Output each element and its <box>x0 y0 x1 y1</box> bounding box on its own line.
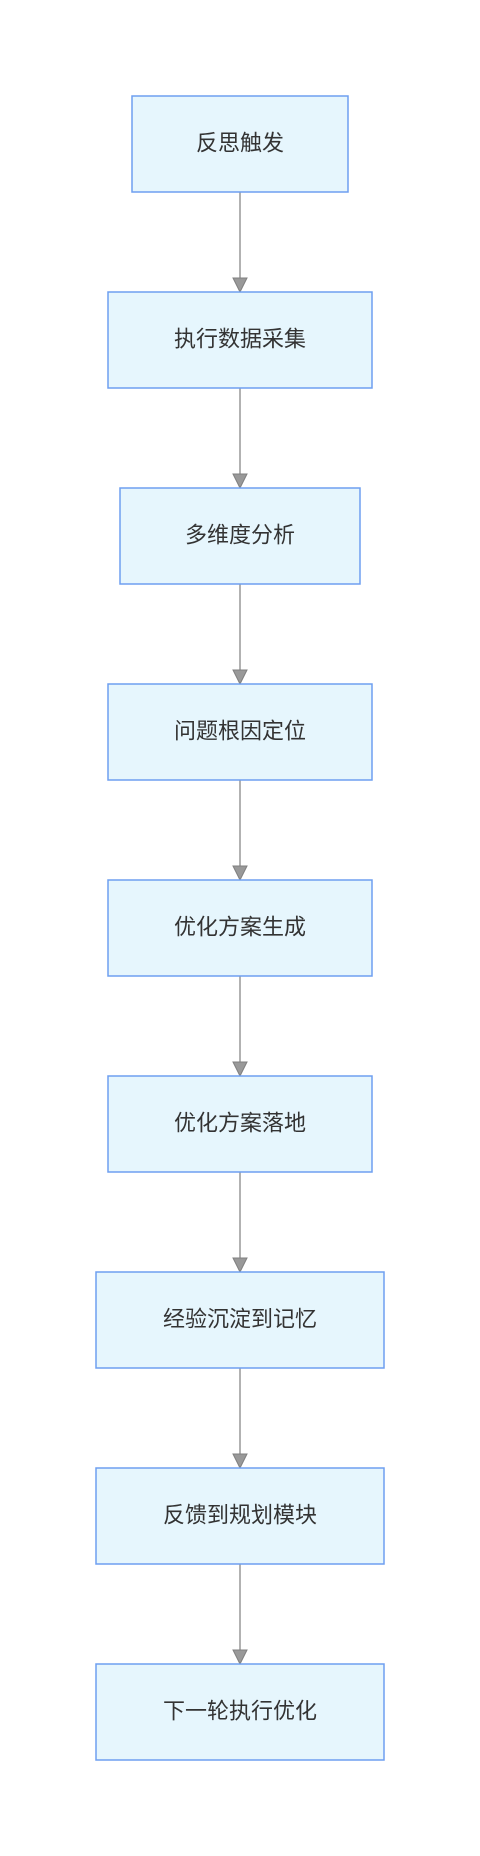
flow-node-1: 反思触发 <box>131 95 349 193</box>
flow-node-9: 下一轮执行优化 <box>95 1663 385 1761</box>
arrowhead-icon <box>232 1453 248 1470</box>
flow-node-7: 经验沉淀到记忆 <box>95 1271 385 1369</box>
flow-node-2: 执行数据采集 <box>107 291 373 389</box>
arrowhead-icon <box>232 1061 248 1078</box>
flow-node-label: 反思触发 <box>196 132 284 157</box>
flow-node-box <box>107 1075 373 1173</box>
flow-node-box <box>131 95 349 193</box>
arrowhead-icon <box>232 865 248 882</box>
flow-node-4: 问题根因定位 <box>107 683 373 781</box>
flow-node-box <box>95 1663 385 1761</box>
flow-node-8: 反馈到规划模块 <box>95 1467 385 1565</box>
flow-node-label: 优化方案落地 <box>174 1112 306 1137</box>
edges-layer <box>232 192 248 1666</box>
arrowhead-icon <box>232 473 248 490</box>
flow-node-box <box>119 487 361 585</box>
flow-node-box <box>107 291 373 389</box>
flow-node-3: 多维度分析 <box>119 487 361 585</box>
flow-node-6: 优化方案落地 <box>107 1075 373 1173</box>
flow-node-box <box>95 1467 385 1565</box>
flow-node-box <box>107 683 373 781</box>
flow-node-label: 经验沉淀到记忆 <box>163 1308 317 1333</box>
flow-node-label: 问题根因定位 <box>174 720 306 745</box>
arrowhead-icon <box>232 1649 248 1666</box>
flow-edge-3 <box>232 584 248 686</box>
arrowhead-icon <box>232 277 248 294</box>
arrowhead-icon <box>232 669 248 686</box>
flow-edge-1 <box>232 192 248 294</box>
flow-edge-8 <box>232 1564 248 1666</box>
flow-node-label: 下一轮执行优化 <box>163 1700 317 1725</box>
flow-node-box <box>107 879 373 977</box>
flow-node-5: 优化方案生成 <box>107 879 373 977</box>
flow-edge-5 <box>232 976 248 1078</box>
flow-node-label: 反馈到规划模块 <box>163 1504 317 1529</box>
flow-node-label: 优化方案生成 <box>174 916 306 941</box>
arrowhead-icon <box>232 1257 248 1274</box>
flow-edge-4 <box>232 780 248 882</box>
flow-edge-7 <box>232 1368 248 1470</box>
nodes-layer: 反思触发执行数据采集多维度分析问题根因定位优化方案生成优化方案落地经验沉淀到记忆… <box>95 95 385 1761</box>
flow-node-label: 执行数据采集 <box>174 328 306 353</box>
flow-edge-6 <box>232 1172 248 1274</box>
flow-edge-2 <box>232 388 248 490</box>
flow-node-box <box>95 1271 385 1369</box>
flow-node-label: 多维度分析 <box>185 524 295 549</box>
